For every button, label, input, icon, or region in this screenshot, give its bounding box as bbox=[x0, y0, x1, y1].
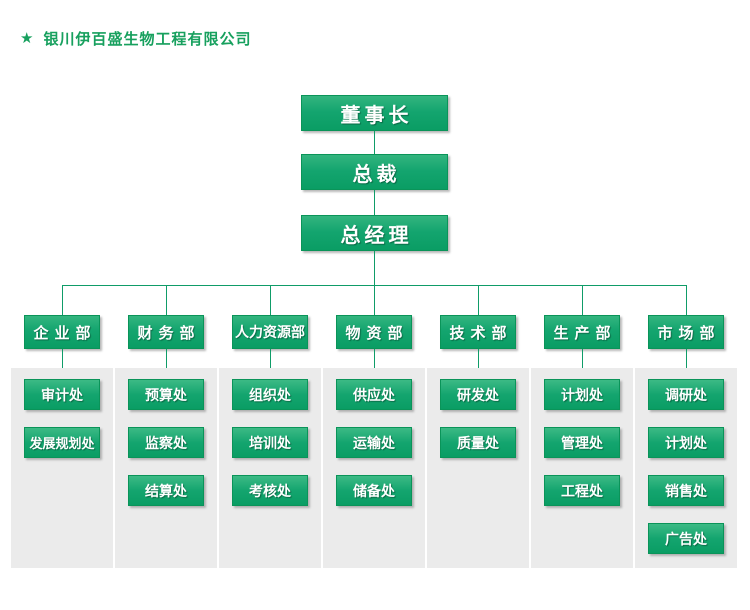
department-box-materials: 物资部 bbox=[336, 315, 412, 349]
office-box: 调研处 bbox=[648, 379, 724, 410]
connector-line bbox=[686, 285, 687, 315]
office-box: 监察处 bbox=[128, 427, 204, 458]
department-box-enterprise: 企业部 bbox=[24, 315, 100, 349]
connector-line bbox=[374, 251, 375, 285]
department-box-marketing: 市场部 bbox=[648, 315, 724, 349]
page-header: ★ 银川伊百盛生物工程有限公司 bbox=[20, 28, 251, 49]
department-box-production: 生产部 bbox=[544, 315, 620, 349]
connector-line bbox=[270, 285, 271, 315]
level-box-chairman: 董事长 bbox=[301, 95, 448, 131]
office-box: 研发处 bbox=[440, 379, 516, 410]
office-box: 考核处 bbox=[232, 475, 308, 506]
connector-line bbox=[62, 349, 63, 368]
office-box: 组织处 bbox=[232, 379, 308, 410]
connector-line bbox=[686, 349, 687, 368]
department-column-marketing: 调研处 计划处 销售处 广告处 bbox=[635, 368, 737, 568]
office-box: 审计处 bbox=[24, 379, 100, 410]
office-box: 计划处 bbox=[648, 427, 724, 458]
office-box: 计划处 bbox=[544, 379, 620, 410]
connector-line bbox=[374, 190, 375, 215]
connector-line bbox=[374, 349, 375, 368]
office-box: 广告处 bbox=[648, 523, 724, 554]
department-column-enterprise: 审计处 发展规划处 bbox=[11, 368, 113, 568]
department-column-hr: 组织处 培训处 考核处 bbox=[219, 368, 321, 568]
connector-line bbox=[374, 131, 375, 154]
office-box: 质量处 bbox=[440, 427, 516, 458]
connector-line bbox=[582, 349, 583, 368]
department-column-finance: 预算处 监察处 结算处 bbox=[115, 368, 217, 568]
department-column-materials: 供应处 运输处 储备处 bbox=[323, 368, 425, 568]
department-box-hr: 人力资源部 bbox=[232, 315, 308, 349]
office-box: 工程处 bbox=[544, 475, 620, 506]
star-icon: ★ bbox=[20, 29, 35, 47]
office-box: 发展规划处 bbox=[24, 427, 100, 458]
company-name: 银川伊百盛生物工程有限公司 bbox=[43, 30, 252, 48]
office-box: 运输处 bbox=[336, 427, 412, 458]
level-box-president: 总裁 bbox=[301, 154, 448, 190]
connector-line bbox=[374, 285, 375, 315]
department-box-technology: 技术部 bbox=[440, 315, 516, 349]
office-box: 供应处 bbox=[336, 379, 412, 410]
connector-line bbox=[270, 349, 271, 368]
office-box: 管理处 bbox=[544, 427, 620, 458]
office-box: 预算处 bbox=[128, 379, 204, 410]
connector-line bbox=[62, 285, 63, 315]
office-box: 培训处 bbox=[232, 427, 308, 458]
office-box: 结算处 bbox=[128, 475, 204, 506]
connector-line bbox=[478, 285, 479, 315]
connector-line bbox=[166, 285, 167, 315]
department-column-production: 计划处 管理处 工程处 bbox=[531, 368, 633, 568]
connector-line bbox=[582, 285, 583, 315]
connector-line bbox=[166, 349, 167, 368]
connector-line bbox=[478, 349, 479, 368]
office-box: 储备处 bbox=[336, 475, 412, 506]
department-box-finance: 财务部 bbox=[128, 315, 204, 349]
office-box: 销售处 bbox=[648, 475, 724, 506]
level-box-general-manager: 总经理 bbox=[301, 215, 448, 251]
department-column-technology: 研发处 质量处 bbox=[427, 368, 529, 568]
